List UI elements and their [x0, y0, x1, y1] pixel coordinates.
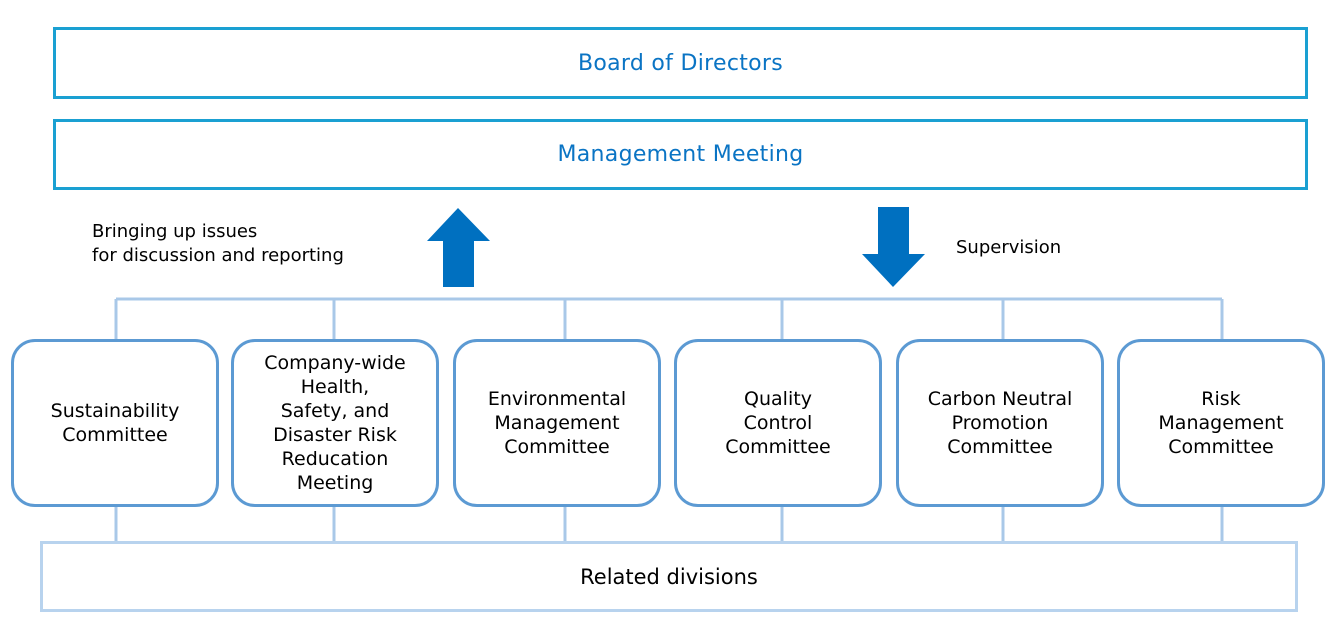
board-of-directors-label: Board of Directors [577, 50, 784, 76]
related-divisions-box: Related divisions [40, 541, 1298, 612]
committee-quality-control: Quality Control Committee [674, 339, 882, 507]
committee-label: Environmental Management Committee [487, 388, 627, 458]
committee-label: Risk Management Committee [1158, 388, 1284, 458]
up-arrow-icon [427, 208, 490, 287]
committee-carbon-neutral: Carbon Neutral Promotion Committee [896, 339, 1104, 507]
committee-label: Company-wide Health, Safety, and Disaste… [264, 352, 406, 494]
supervision-note: Supervision [956, 236, 1061, 260]
down-arrow-icon [862, 207, 925, 287]
committee-label: Carbon Neutral Promotion Committee [927, 388, 1073, 458]
reporting-note-text: Bringing up issues for discussion and re… [92, 221, 344, 266]
committee-label: Quality Control Committee [725, 388, 831, 458]
board-of-directors-box: Board of Directors [53, 27, 1308, 99]
committee-label: Sustainability Committee [50, 400, 180, 446]
management-meeting-box: Management Meeting [53, 119, 1308, 190]
committee-health-safety-disaster: Company-wide Health, Safety, and Disaste… [231, 339, 439, 507]
committee-environmental-management: Environmental Management Committee [453, 339, 661, 507]
management-meeting-label: Management Meeting [557, 142, 804, 167]
related-divisions-label: Related divisions [580, 564, 758, 589]
supervision-note-text: Supervision [956, 237, 1062, 258]
committee-sustainability: Sustainability Committee [11, 339, 219, 507]
reporting-note: Bringing up issues for discussion and re… [92, 220, 344, 268]
committee-risk-management: Risk Management Committee [1117, 339, 1325, 507]
